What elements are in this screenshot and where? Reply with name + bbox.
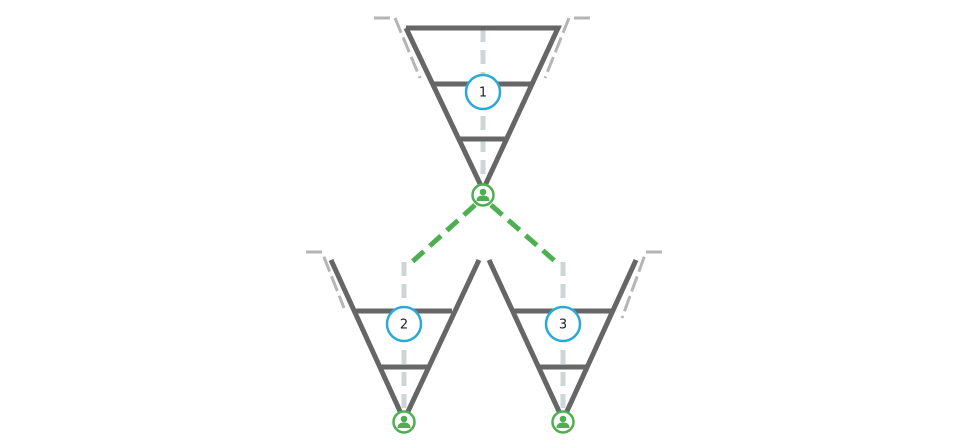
funnel-3-badge-label: 3 [559,318,567,333]
connector-1-3 [489,203,558,264]
funnel-2-badge-label: 2 [400,318,408,333]
funnel-2: 2 [306,250,482,434]
funnel-3: 3 [486,250,662,434]
user-icon[interactable] [471,183,495,207]
funnel-2-left-ghost [306,250,346,309]
funnel-1-left-ghost [374,16,422,79]
funnel-1: 1 [374,16,590,207]
connector-1-2 [410,203,477,264]
funnel-1-outline [403,25,562,196]
funnel-1-badge[interactable]: 1 [464,73,502,111]
funnel-2-badge[interactable]: 2 [385,305,423,343]
funnel-1-right-ghost [543,16,590,79]
funnel-3-right-ghost [620,250,662,319]
user-icon[interactable] [551,410,575,434]
funnel-3-badge[interactable]: 3 [544,305,582,343]
user-icon[interactable] [392,410,416,434]
funnel-1-badge-label: 1 [479,86,487,101]
